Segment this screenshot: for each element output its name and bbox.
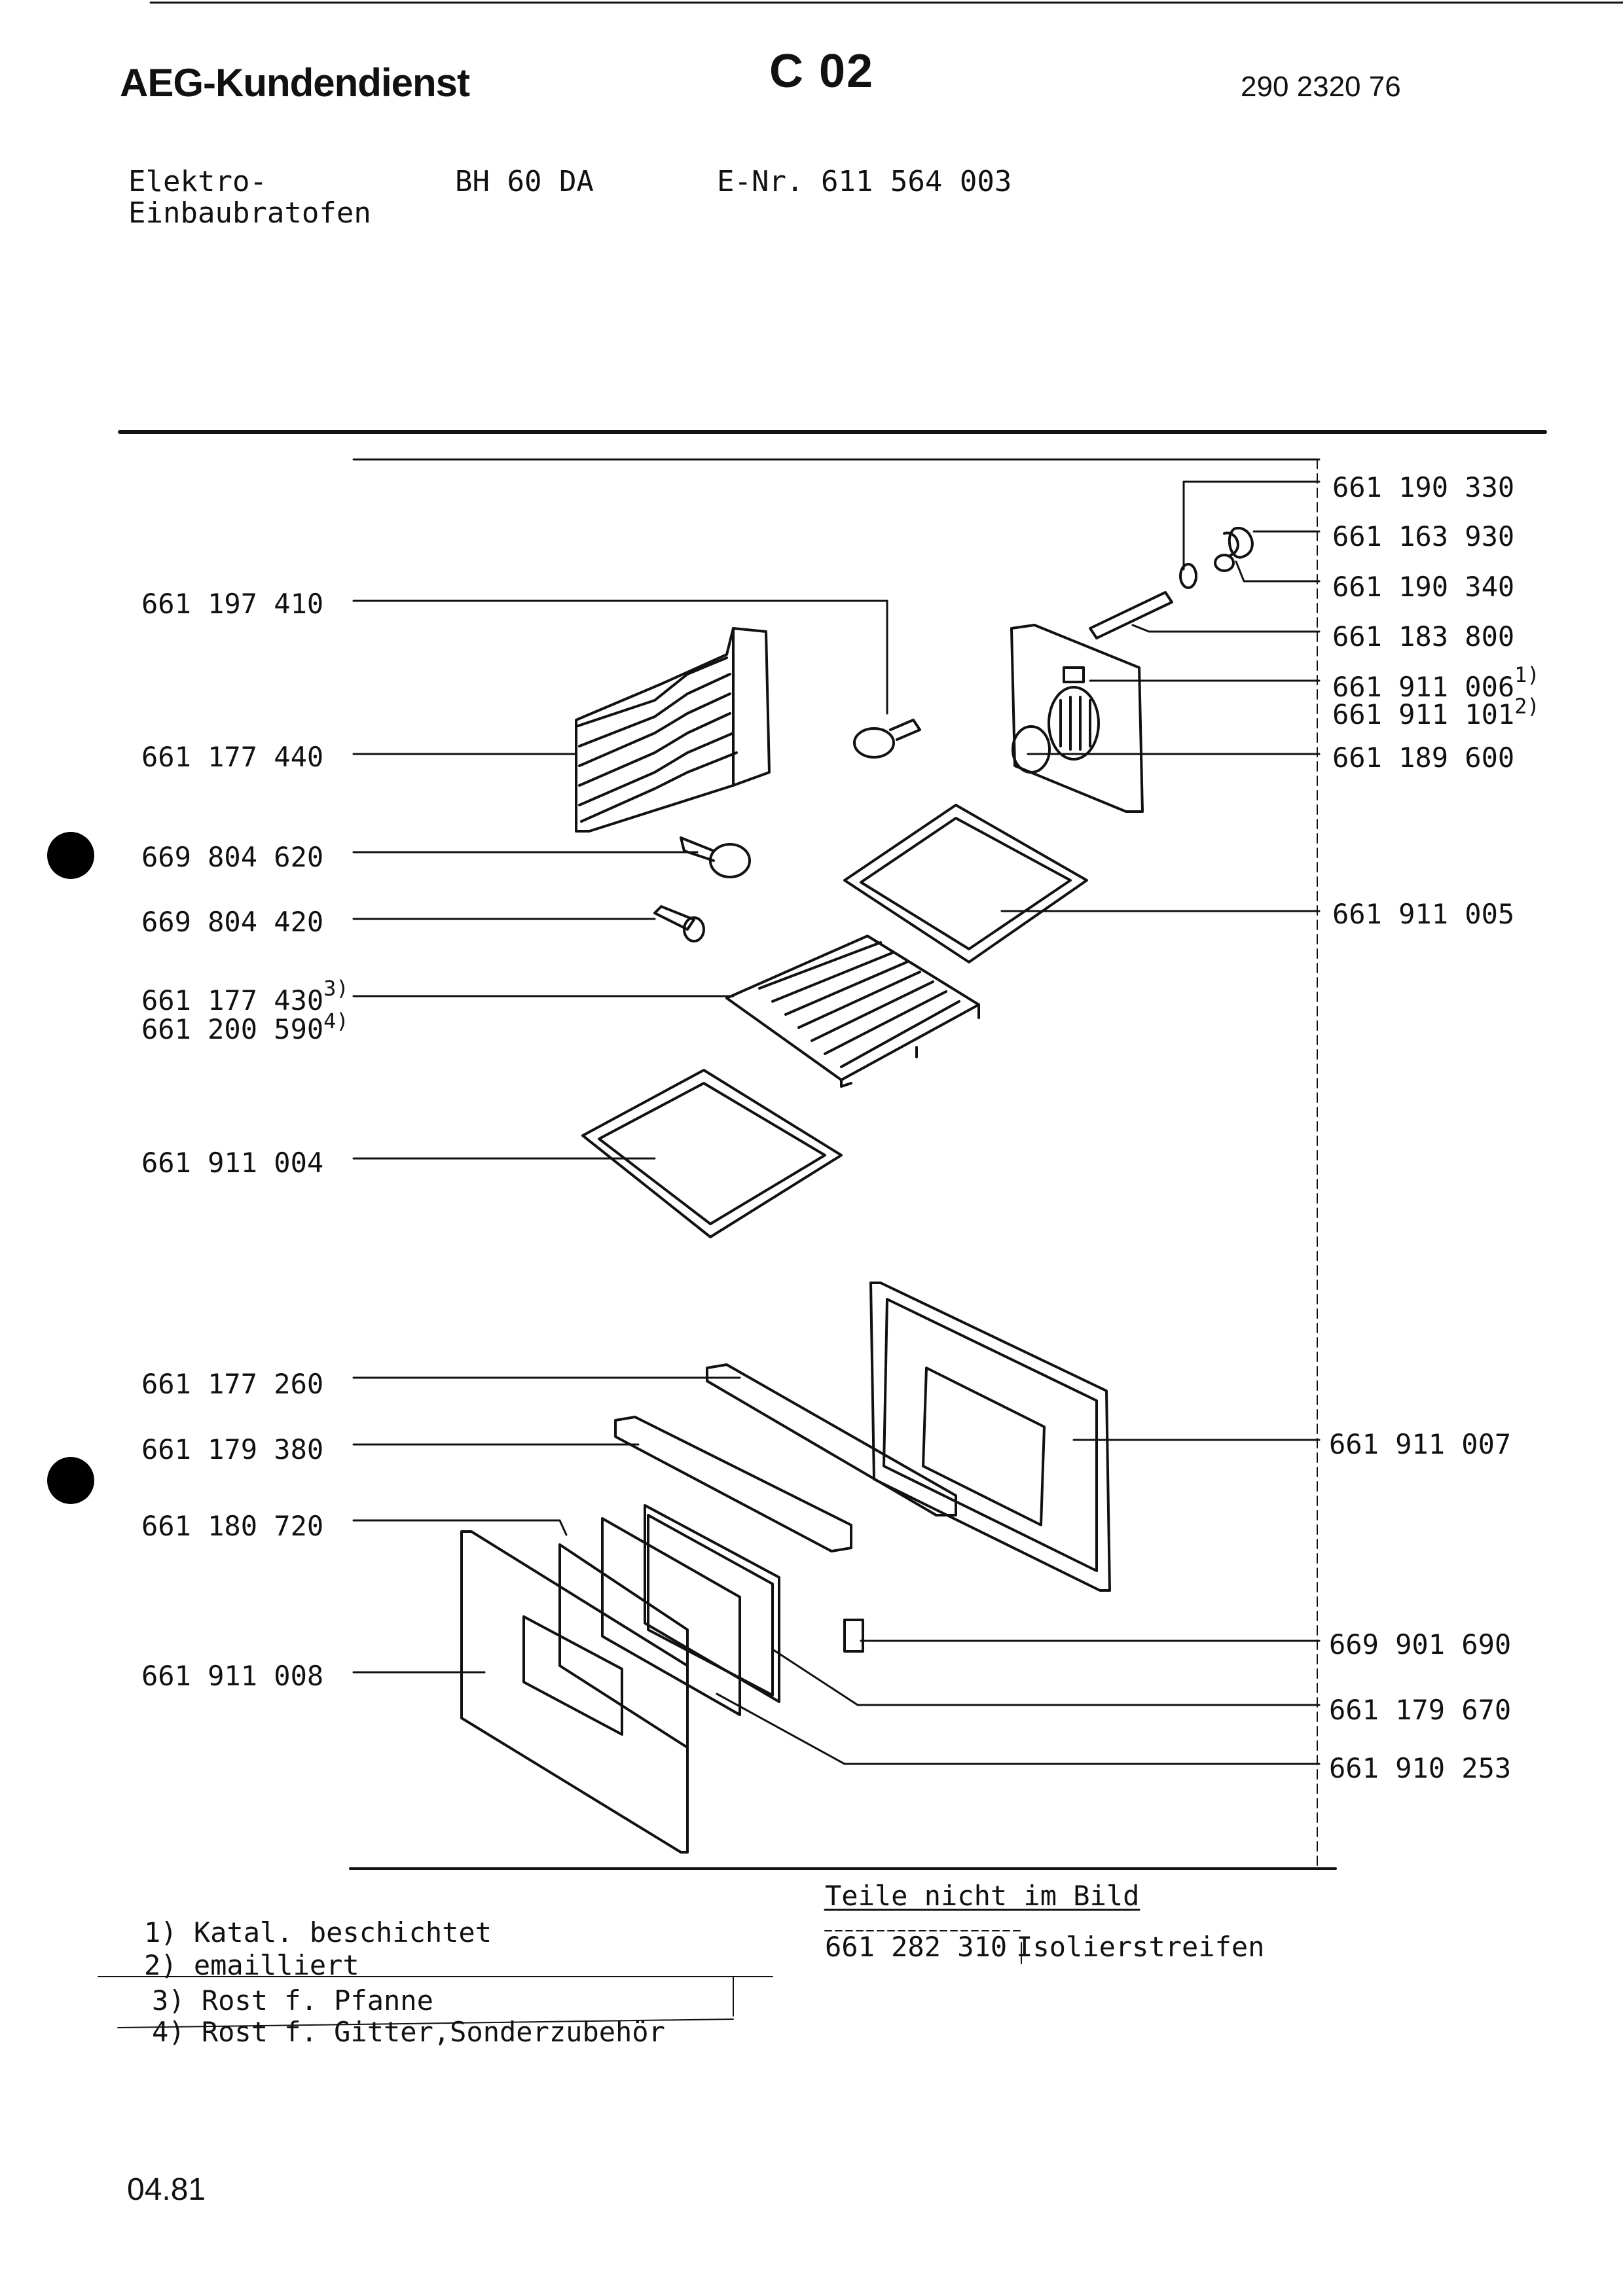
part-label-left: 661 177 440 — [141, 741, 324, 773]
e-number: E-Nr. 611 564 003 — [717, 165, 1012, 198]
part-label-left: 661 177 4303) — [141, 976, 349, 1016]
footnote: 1) Katal. beschichtet — [144, 1916, 492, 1948]
model-number: BH 60 DA — [455, 165, 594, 198]
part-label-right: 661 179 670 — [1329, 1694, 1512, 1726]
not-pictured-heading: Teile nicht im Bild — [825, 1880, 1140, 1912]
part-label-right: 661 189 600 — [1332, 742, 1515, 774]
part-number: 661 911 006 — [1332, 671, 1515, 703]
footnote-ref: 3) — [323, 976, 349, 1001]
part-label-right: 661 163 930 — [1332, 520, 1515, 552]
door-strips-part — [614, 1363, 957, 1552]
part-label-right: 661 910 253 — [1329, 1752, 1512, 1784]
footnote-ref: 4) — [323, 1009, 349, 1033]
part-label-right: 661 190 340 — [1332, 571, 1515, 603]
right-leaders — [716, 480, 1321, 1765]
document-number: 290 2320 76 — [1241, 71, 1401, 103]
side-rack-part — [575, 627, 771, 833]
sheet-code: C 02 — [769, 45, 875, 98]
part-label-left: 661 179 380 — [141, 1433, 324, 1465]
part-label-left: 669 804 620 — [141, 841, 324, 873]
marker-dot — [47, 1457, 94, 1504]
part-label-right: 661 183 800 — [1332, 620, 1515, 653]
part-description: Isolierstreifen — [1016, 1931, 1265, 1963]
knob-screw-part — [853, 719, 921, 759]
footnote-ref: 1) — [1514, 662, 1540, 687]
part-number: 661 200 590 — [141, 1013, 324, 1045]
door-inner-frame-part — [869, 1282, 1111, 1592]
part-number: 661 911 101 — [1332, 698, 1515, 730]
part-label-right: 661 911 1012) — [1332, 694, 1540, 730]
part-label-left: 669 804 420 — [141, 906, 324, 938]
part-number: 661 177 430 — [141, 984, 324, 1016]
part-label-right: 669 901 690 — [1329, 1628, 1512, 1660]
part-label-left: 661 911 008 — [141, 1660, 324, 1692]
part-label-left: 661 200 5904) — [141, 1009, 349, 1045]
lower-tray-part — [581, 1069, 843, 1238]
knob-screw-2-part — [680, 836, 751, 878]
part-label-left: 661 177 260 — [141, 1368, 324, 1400]
footnote: 2) emailliert — [144, 1949, 359, 1981]
upper-tray-part — [843, 804, 1088, 963]
outer-door-part — [460, 1530, 689, 1854]
part-label-right: 661 911 007 — [1329, 1428, 1512, 1460]
print-date: 04.81 — [127, 2172, 206, 2207]
part-label-left: 661 180 720 — [141, 1510, 324, 1542]
clip-part — [843, 1619, 864, 1653]
small-parts-top-right — [1089, 526, 1254, 639]
part-label-left: 661 197 410 — [141, 588, 324, 620]
footnote-box — [98, 1976, 773, 2028]
back-wall-part — [1010, 624, 1144, 813]
footnote: 3) Rost f. Pfanne — [152, 1984, 433, 2017]
marker-dot — [47, 832, 94, 879]
left-leaders — [352, 600, 888, 1674]
part-number: 661 282 310 — [825, 1931, 1008, 1963]
door-glass-part — [558, 1504, 780, 1749]
part-label-right: 661 190 330 — [1332, 471, 1515, 503]
footnote-ref: 2) — [1514, 694, 1540, 719]
part-label-right: 661 911 0061) — [1332, 662, 1540, 703]
oven-rack-part — [725, 935, 980, 1088]
part-label-left: 661 911 004 — [141, 1147, 324, 1179]
footnote: 4) Rost f. Gitter,Sonderzubehör — [152, 2016, 665, 2048]
company-title: AEG-Kundendienst — [120, 61, 470, 105]
part-label-right: 661 911 005 — [1332, 898, 1515, 930]
pin-part — [653, 905, 705, 942]
appliance-type-line1: Elektro- — [128, 165, 267, 198]
appliance-type-line2: Einbaubratofen — [128, 196, 371, 230]
